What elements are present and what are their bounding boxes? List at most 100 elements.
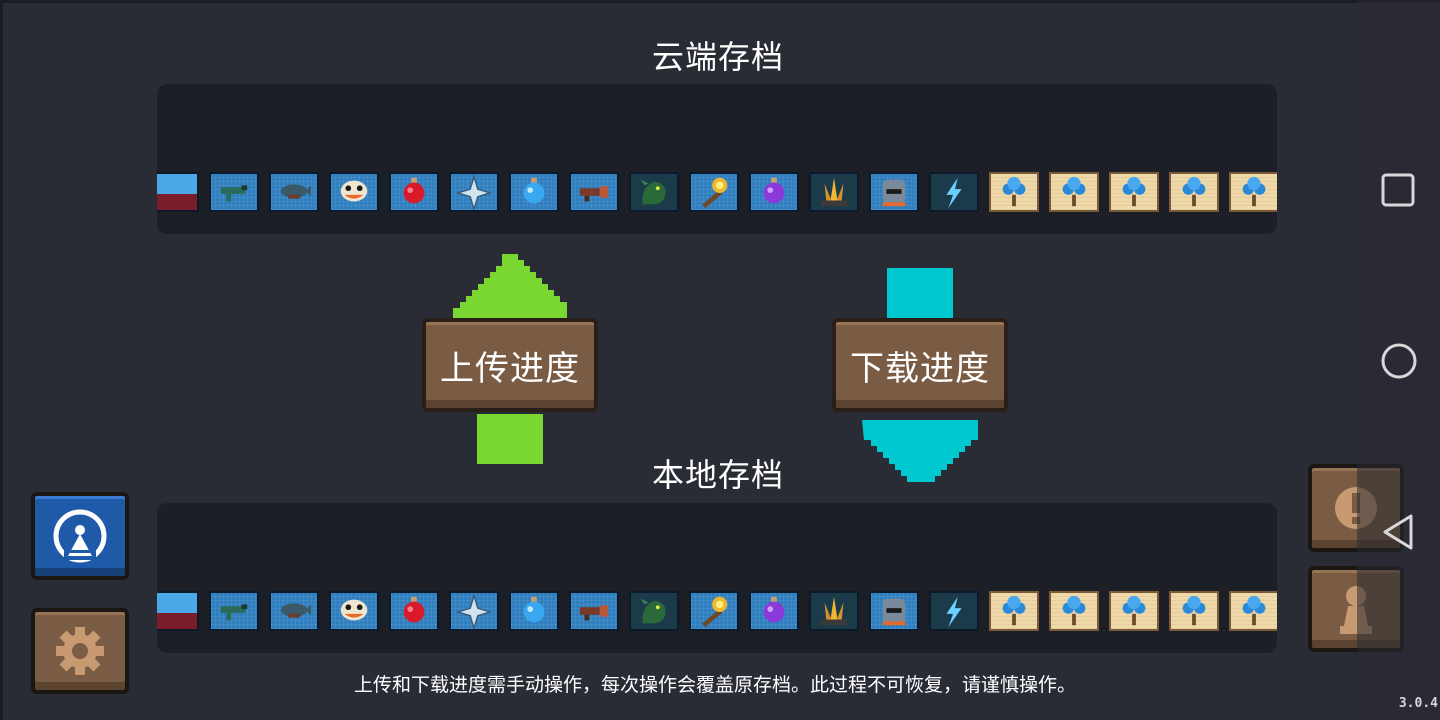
shuriken-icon xyxy=(455,174,493,210)
home-circle-icon[interactable] xyxy=(1380,342,1418,380)
download-arrow-icon xyxy=(862,268,978,482)
fish-gun-icon xyxy=(280,603,312,618)
download-arrow-tail xyxy=(887,268,953,318)
blue-tree-icon xyxy=(1002,176,1026,207)
staff-icon xyxy=(702,177,728,209)
blue-potion-icon xyxy=(523,596,545,623)
blue-tree-icon xyxy=(1062,595,1086,626)
item-slot xyxy=(329,172,379,212)
blue-tree-icon xyxy=(1182,595,1206,626)
item-slot xyxy=(1169,591,1219,631)
item-slot xyxy=(1049,591,1099,631)
knight-helmet-icon xyxy=(882,179,906,207)
item-slot xyxy=(269,591,319,631)
mask-icon xyxy=(340,599,368,621)
purple-potion-icon xyxy=(763,177,785,204)
item-slot xyxy=(869,591,919,631)
item-slot xyxy=(689,172,739,212)
item-slot xyxy=(449,591,499,631)
fish-gun-icon xyxy=(280,184,312,199)
item-slot xyxy=(1229,591,1277,631)
item-slot-bar-icon xyxy=(157,172,199,212)
account-button[interactable] xyxy=(31,492,129,580)
red-potion-icon xyxy=(403,596,425,623)
item-slot xyxy=(389,591,439,631)
top-border xyxy=(0,0,1440,3)
cloud-save-panel xyxy=(157,84,1277,234)
cloud-save-title: 云端存档 xyxy=(651,38,784,76)
recent-apps-square-icon[interactable] xyxy=(1380,172,1416,208)
settings-button[interactable] xyxy=(31,608,129,694)
item-slot xyxy=(929,172,979,212)
item-slot xyxy=(989,591,1039,631)
item-slot xyxy=(629,591,679,631)
red-potion-icon xyxy=(403,177,425,204)
shuriken-icon xyxy=(455,593,493,629)
blue-tree-icon xyxy=(1242,595,1266,626)
download-progress-label: 下载进度 xyxy=(850,348,990,389)
cloud-item-strip xyxy=(157,172,1277,214)
left-border xyxy=(0,0,3,720)
item-slot xyxy=(509,591,559,631)
item-slot xyxy=(509,172,559,212)
dragon-icon xyxy=(640,598,666,624)
item-slot xyxy=(929,591,979,631)
item-slot xyxy=(209,172,259,212)
item-slot xyxy=(809,172,859,212)
lightning-icon xyxy=(946,177,962,209)
item-slot xyxy=(269,172,319,212)
blue-potion-icon xyxy=(523,177,545,204)
version-label: 3.0.4 xyxy=(1398,696,1438,711)
purple-potion-icon xyxy=(763,596,785,623)
staff-icon xyxy=(702,596,728,628)
item-slot xyxy=(1109,172,1159,212)
item-slot xyxy=(1169,172,1219,212)
item-slot xyxy=(809,591,859,631)
local-save-title: 本地存档 xyxy=(651,456,784,494)
dragon-icon xyxy=(640,179,666,205)
blue-tree-icon xyxy=(1002,595,1026,626)
local-item-strip xyxy=(157,591,1277,633)
item-slot xyxy=(869,172,919,212)
blue-tree-icon xyxy=(1062,176,1086,207)
item-slot xyxy=(389,172,439,212)
item-slot xyxy=(749,172,799,212)
upload-progress-label: 上传进度 xyxy=(440,348,580,389)
upload-arrow-icon xyxy=(453,254,567,464)
blue-tree-icon xyxy=(1122,176,1146,207)
download-progress-button[interactable]: 下载进度 xyxy=(832,318,1008,412)
blue-tree-icon xyxy=(1122,595,1146,626)
chillyroom-logo-icon xyxy=(53,509,107,563)
system-nav-bar xyxy=(1357,0,1440,720)
item-slot-bar-icon xyxy=(157,591,199,631)
spike-icon xyxy=(820,596,848,626)
blaster-icon xyxy=(579,605,609,621)
item-slot xyxy=(1229,172,1277,212)
blaster-icon xyxy=(579,186,609,202)
upload-arrow-tail xyxy=(477,414,543,464)
download-arrow-head xyxy=(862,420,978,482)
spike-icon xyxy=(820,177,848,207)
item-slot xyxy=(749,591,799,631)
item-slot xyxy=(569,591,619,631)
item-slot xyxy=(209,591,259,631)
lightning-icon xyxy=(946,596,962,628)
item-slot xyxy=(1049,172,1099,212)
item-slot xyxy=(329,591,379,631)
local-save-panel xyxy=(157,503,1277,653)
knight-helmet-icon xyxy=(882,598,906,626)
item-slot xyxy=(1109,591,1159,631)
gun-icon xyxy=(220,604,248,621)
blue-tree-icon xyxy=(1182,176,1206,207)
item-slot xyxy=(989,172,1039,212)
warning-note: 上传和下载进度需手动操作，每次操作会覆盖原存档。此过程不可恢复，请谨慎操作。 xyxy=(353,674,1076,696)
upload-arrow-head xyxy=(453,254,567,322)
upload-progress-button[interactable]: 上传进度 xyxy=(422,318,598,412)
item-slot xyxy=(629,172,679,212)
item-slot xyxy=(569,172,619,212)
gear-icon xyxy=(56,627,104,675)
item-slot xyxy=(449,172,499,212)
back-triangle-icon[interactable] xyxy=(1380,512,1416,552)
item-slot xyxy=(689,591,739,631)
blue-tree-icon xyxy=(1242,176,1266,207)
